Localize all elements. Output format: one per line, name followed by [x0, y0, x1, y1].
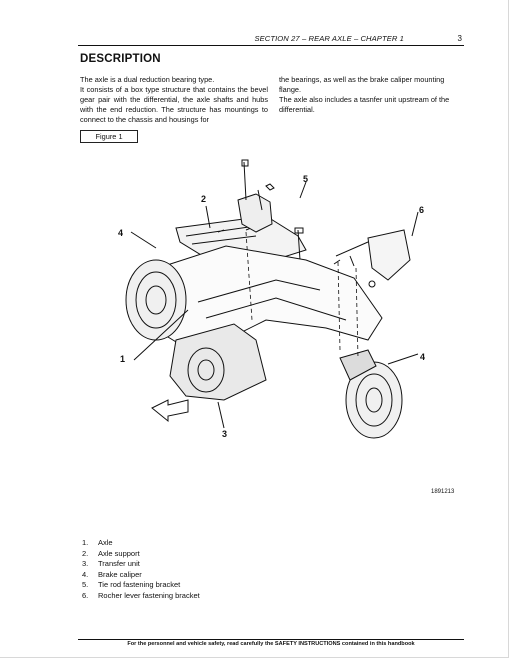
- legend-item: 2. Axle support: [82, 549, 200, 560]
- legend-number: 1.: [82, 538, 89, 547]
- legend-text: Tie rod fastening bracket: [98, 580, 181, 589]
- body-left-column: The axle is a dual reduction bearing typ…: [80, 75, 268, 125]
- legend-text: Axle support: [98, 548, 140, 558]
- callout-4-right: 4: [420, 352, 425, 362]
- rear-axle-diagram: 1 2 3 4 4 5 6: [118, 159, 425, 439]
- legend-number: 4.: [82, 569, 89, 579]
- footer-rule: [78, 639, 464, 640]
- legend-number: 2.: [82, 548, 89, 558]
- body-paragraph: The axle also includes a tasnfer unit up…: [279, 94, 450, 114]
- brake-caliper-part: [339, 349, 377, 381]
- tie-rod-bracket-part: [237, 193, 273, 233]
- figure-code: 1891213: [431, 489, 455, 495]
- legend-text: Transfer unit: [98, 559, 140, 568]
- callout-3: 3: [222, 429, 227, 439]
- legend-item: 4. Brake caliper: [82, 570, 200, 581]
- callout-5: 5: [303, 174, 308, 184]
- direction-arrow: [151, 399, 189, 423]
- page-title: DESCRIPTION: [80, 53, 161, 65]
- legend-item: 6. Rocher lever fastening bracket: [82, 591, 200, 602]
- callout-4-left: 4: [118, 228, 123, 238]
- legend-text: Rocher lever fastening bracket: [98, 590, 200, 600]
- page-number: 3: [457, 34, 462, 43]
- legend-text: Brake caliper: [98, 569, 142, 579]
- legend-item: 5. Tie rod fastening bracket: [82, 580, 200, 591]
- body-paragraph: the bearings, as well as the brake calip…: [279, 75, 445, 94]
- header-rule: [78, 45, 464, 46]
- legend-list: 1. Axle 2. Axle support 3. Transfer unit…: [82, 538, 200, 601]
- safety-footer: For the personnel and vehicle safety, re…: [127, 641, 415, 647]
- rocher-lever-bracket-part: [367, 229, 411, 281]
- legend-text: Axle: [98, 538, 113, 547]
- legend-number: 5.: [82, 580, 89, 589]
- callout-1: 1: [120, 354, 125, 364]
- legend-item: 1. Axle: [82, 538, 200, 549]
- legend-number: 3.: [82, 559, 89, 568]
- legend-item: 3. Transfer unit: [82, 559, 200, 570]
- body-paragraph: It consists of a box type structure that…: [80, 84, 268, 124]
- figure-label: Figure 1: [80, 130, 138, 143]
- callout-2: 2: [201, 194, 206, 204]
- callout-6: 6: [419, 205, 424, 215]
- body-right-column: the bearings, as well as the brake calip…: [279, 75, 467, 115]
- page-header: SECTION 27 – REAR AXLE – CHAPTER 1 3: [78, 33, 464, 45]
- transfer-unit-part: [169, 323, 267, 401]
- legend-number: 6.: [82, 590, 89, 600]
- body-paragraph: The axle is a dual reduction bearing typ…: [80, 75, 215, 84]
- section-title: SECTION 27 – REAR AXLE – CHAPTER 1: [254, 34, 404, 43]
